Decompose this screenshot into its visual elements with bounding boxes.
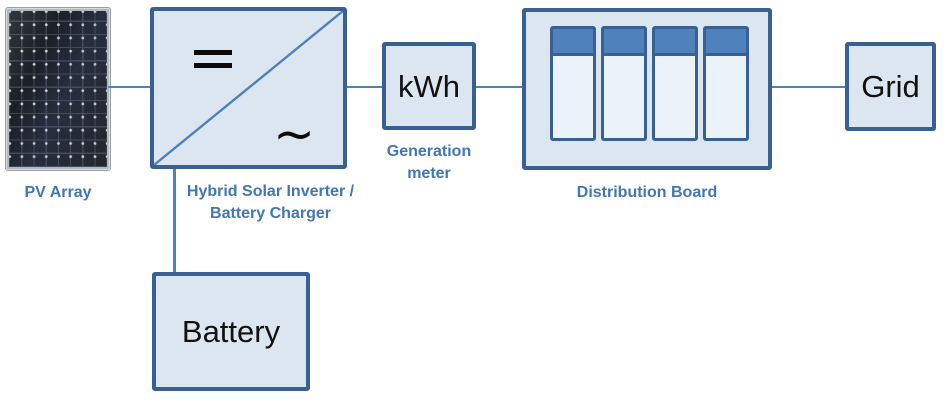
connector-inverter-to-meter <box>347 86 382 88</box>
breaker-module <box>703 26 749 141</box>
dc-bar <box>194 63 232 68</box>
breaker-module <box>652 26 698 141</box>
connector-board-to-grid <box>772 86 845 88</box>
inverter-box: ~ <box>150 7 347 169</box>
generation-meter-label-line1: Generation <box>386 143 472 160</box>
ac-symbol-icon: ~ <box>273 105 315 163</box>
generation-meter-label-line2: meter <box>407 165 451 182</box>
pv-cells-icon <box>9 11 107 167</box>
breaker-module-header <box>655 29 695 56</box>
battery-text: Battery <box>181 314 281 349</box>
inverter-label-line2: Battery Charger <box>210 205 331 222</box>
breaker-module-row <box>550 26 749 141</box>
grid-box: Grid <box>845 42 936 131</box>
inverter-label: Hybrid Solar Inverter / Battery Charger <box>168 181 373 225</box>
breaker-module-header <box>604 29 644 56</box>
pv-array-label: PV Array <box>24 184 92 201</box>
distribution-board-label: Distribution Board <box>576 184 718 201</box>
generation-meter-label: Generation meter <box>377 141 481 185</box>
dc-symbol-icon <box>194 50 232 68</box>
connector-meter-to-board <box>476 86 522 88</box>
breaker-module-header <box>706 29 746 56</box>
battery-box: Battery <box>152 272 310 391</box>
connector-inverter-to-battery <box>173 169 176 272</box>
breaker-module <box>550 26 596 141</box>
breaker-module <box>601 26 647 141</box>
dc-bar <box>194 50 232 55</box>
pv-array-image <box>6 8 110 170</box>
inverter-label-line1: Hybrid Solar Inverter / <box>186 183 355 200</box>
dc-ac-diagonal-line <box>154 11 343 165</box>
breaker-module-header <box>553 29 593 56</box>
generation-meter-box: kWh <box>382 42 476 130</box>
generation-meter-text: kWh <box>398 68 460 104</box>
grid-text: Grid <box>861 69 920 104</box>
distribution-board-box <box>522 8 772 170</box>
connector-pv-to-inverter <box>108 86 150 88</box>
